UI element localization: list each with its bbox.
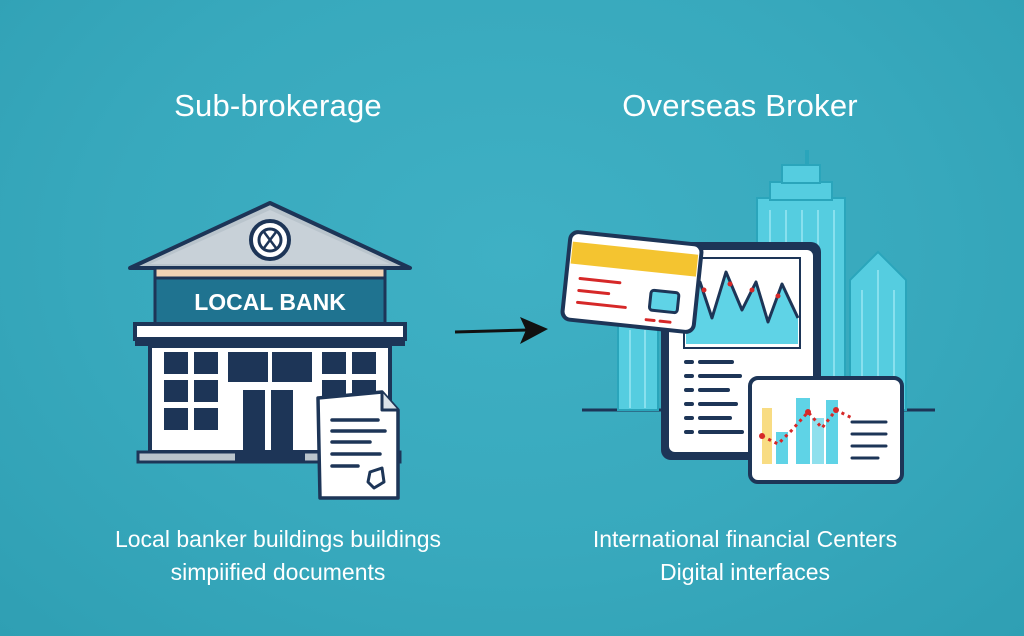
sub-brokerage-caption-line-1: Local banker buildings buildings bbox=[114, 526, 442, 552]
overseas-broker-caption-line-2: Digital interfaces bbox=[659, 559, 831, 585]
sub-brokerage-title: Sub-brokerage bbox=[174, 88, 382, 123]
monitor-chart-icon bbox=[748, 376, 904, 484]
tablet-chart-icon bbox=[661, 242, 821, 460]
sub-brokerage-caption-line-2: simpiified documents bbox=[170, 559, 386, 585]
overseas-broker-caption: International financial Centers Digital … bbox=[515, 523, 975, 589]
credit-card-icon bbox=[560, 230, 704, 334]
overseas-broker-caption-line-1: International financial Centers bbox=[592, 526, 898, 552]
sub-brokerage-caption: Local banker buildings buildings simpiif… bbox=[48, 523, 508, 589]
document-icon bbox=[316, 390, 400, 500]
overseas-broker-title: Overseas Broker bbox=[622, 88, 858, 123]
bank-sign-text: LOCAL BANK bbox=[194, 289, 346, 315]
arrow-right-icon bbox=[454, 317, 548, 344]
